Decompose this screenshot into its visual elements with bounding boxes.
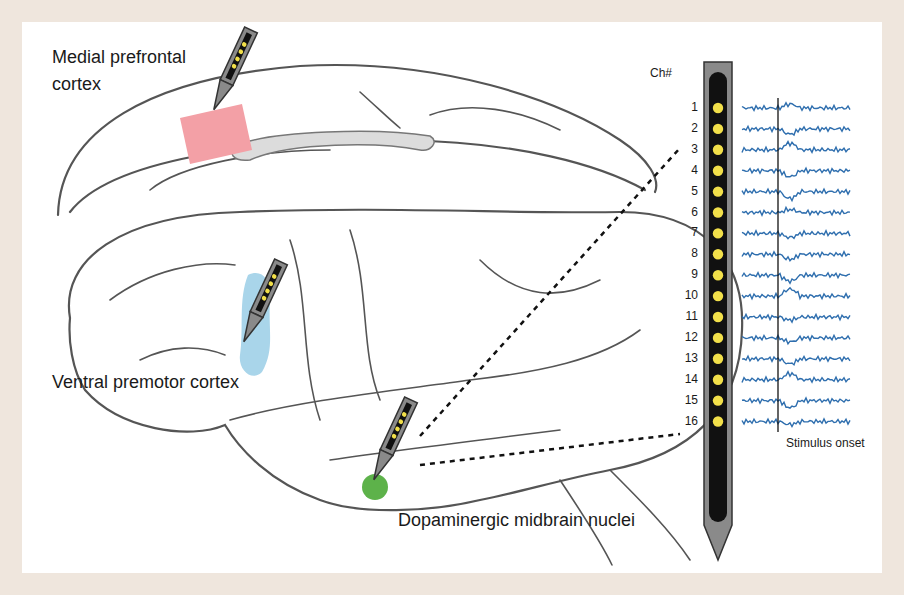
lfp-trace xyxy=(742,372,850,383)
recording-site xyxy=(713,207,723,217)
channel-number: 13 xyxy=(685,351,698,365)
lfp-trace xyxy=(742,168,850,177)
lfp-trace xyxy=(742,142,850,153)
channel-number: 4 xyxy=(691,163,698,177)
channel-number: 8 xyxy=(691,246,698,260)
channel-number: 9 xyxy=(691,267,698,281)
recording-site xyxy=(713,354,723,364)
lfp-trace xyxy=(742,356,850,365)
channel-number: 6 xyxy=(691,205,698,219)
channel-number: 7 xyxy=(691,225,698,239)
channel-number: 5 xyxy=(691,184,698,198)
channel-number: 16 xyxy=(685,414,698,428)
lfp-trace xyxy=(742,314,850,322)
axis-label: Stimulus onset xyxy=(786,436,865,450)
recording-site xyxy=(713,124,723,134)
lfp-trace xyxy=(742,419,850,427)
region-label: Ventral premotor cortex xyxy=(52,372,239,394)
recording-site xyxy=(713,375,723,385)
region-label: Medial prefrontal cortex xyxy=(52,44,202,98)
recording-site xyxy=(713,228,723,238)
recording-site xyxy=(713,395,723,405)
channel-number: 10 xyxy=(685,288,698,302)
lfp-trace xyxy=(742,398,850,408)
lfp-trace xyxy=(742,189,850,201)
channel-number: 14 xyxy=(685,372,698,386)
recording-site xyxy=(713,186,723,196)
recording-site xyxy=(713,291,723,301)
recording-site xyxy=(713,103,723,113)
region-label: Dopaminergic midbrain nuclei xyxy=(398,510,635,532)
channel-number: 2 xyxy=(691,121,698,135)
channel-number: 15 xyxy=(685,393,698,407)
recording-site xyxy=(713,249,723,259)
recording-site xyxy=(713,166,723,176)
lfp-trace xyxy=(742,335,850,344)
lfp-trace xyxy=(742,231,850,239)
channel-number: 3 xyxy=(691,142,698,156)
lfp-trace xyxy=(742,103,850,111)
lfp-trace xyxy=(742,273,850,284)
channel-number: 12 xyxy=(685,330,698,344)
lfp-trace xyxy=(742,126,850,135)
lfp-trace xyxy=(742,252,850,261)
recording-site xyxy=(713,145,723,155)
recording-site xyxy=(713,333,723,343)
recording-site xyxy=(713,416,723,426)
recording-site xyxy=(713,312,723,322)
recording-site xyxy=(713,270,723,280)
channel-number: 11 xyxy=(686,309,698,323)
channel-number: 1 xyxy=(691,100,698,114)
channel-header: Ch# xyxy=(650,66,672,80)
lfp-trace xyxy=(742,288,850,299)
lfp-trace xyxy=(742,207,850,215)
